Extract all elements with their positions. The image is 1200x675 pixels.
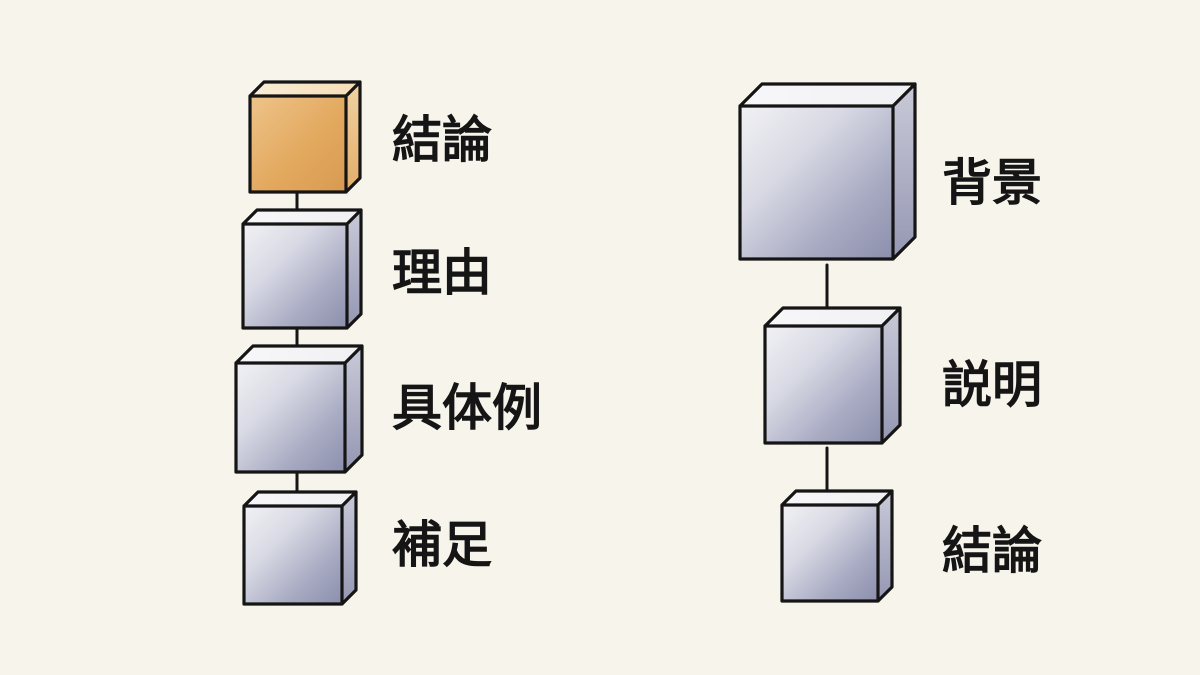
- cube-outline: [248, 80, 362, 194]
- cube-item-conclusion: 結論: [248, 80, 492, 194]
- cube-outline: [234, 344, 364, 474]
- cube-icon: [780, 489, 894, 603]
- cube-top-shine: [250, 82, 360, 96]
- cube-icon: [234, 344, 364, 474]
- cube-top-shine: [243, 210, 361, 224]
- cube-icon: [738, 82, 917, 261]
- cube-item-supplement: 補足: [242, 490, 492, 606]
- cube-side-face: [893, 84, 915, 259]
- cube-outline: [763, 306, 902, 445]
- cube-side-face: [347, 210, 361, 328]
- cube-front-face: [236, 363, 345, 472]
- cube-item-background: 背景: [738, 82, 1042, 261]
- cube-front-face: [250, 96, 346, 192]
- cube-label: 結論: [942, 522, 1042, 580]
- cube-icon: [763, 306, 902, 445]
- cube-label: 理由: [392, 244, 492, 302]
- cube-item-explanation: 説明: [763, 306, 1042, 445]
- left-diagram: 結論 理由 具体例 補足: [234, 80, 542, 606]
- cube-label: 背景: [942, 154, 1042, 212]
- cube-side-face: [342, 492, 356, 604]
- cube-icon: [241, 208, 363, 330]
- cube-label: 結論: [392, 111, 492, 169]
- cube-side-face: [882, 308, 900, 443]
- cube-top-shine: [244, 492, 356, 506]
- cube-item-reason: 理由: [241, 208, 492, 330]
- cube-item-example: 具体例: [234, 344, 542, 474]
- cube-front-face: [782, 505, 878, 601]
- cube-top-shine: [740, 84, 915, 106]
- cube-label: 説明: [942, 356, 1042, 414]
- cube-top-shine: [765, 308, 900, 326]
- cube-outline: [738, 82, 917, 261]
- cube-outline: [241, 208, 363, 330]
- cube-front-face: [243, 224, 347, 328]
- cube-label: 補足: [392, 516, 492, 574]
- cube-side-face: [345, 346, 362, 472]
- cube-side-face: [346, 82, 360, 192]
- cube-front-face: [244, 506, 342, 604]
- cube-outline: [242, 490, 358, 606]
- cube-item-conclusion: 結論: [780, 489, 1042, 603]
- cube-top-shine: [782, 491, 892, 505]
- cube-top-shine: [236, 346, 362, 363]
- cube-icon: [248, 80, 362, 194]
- cube-front-face: [740, 106, 893, 259]
- cube-label: 具体例: [392, 379, 542, 437]
- cube-front-face: [765, 326, 882, 443]
- cube-outline: [780, 489, 894, 603]
- cube-side-face: [878, 491, 892, 601]
- cube-icon: [242, 490, 358, 606]
- right-diagram: 背景 説明 結論: [738, 82, 1042, 603]
